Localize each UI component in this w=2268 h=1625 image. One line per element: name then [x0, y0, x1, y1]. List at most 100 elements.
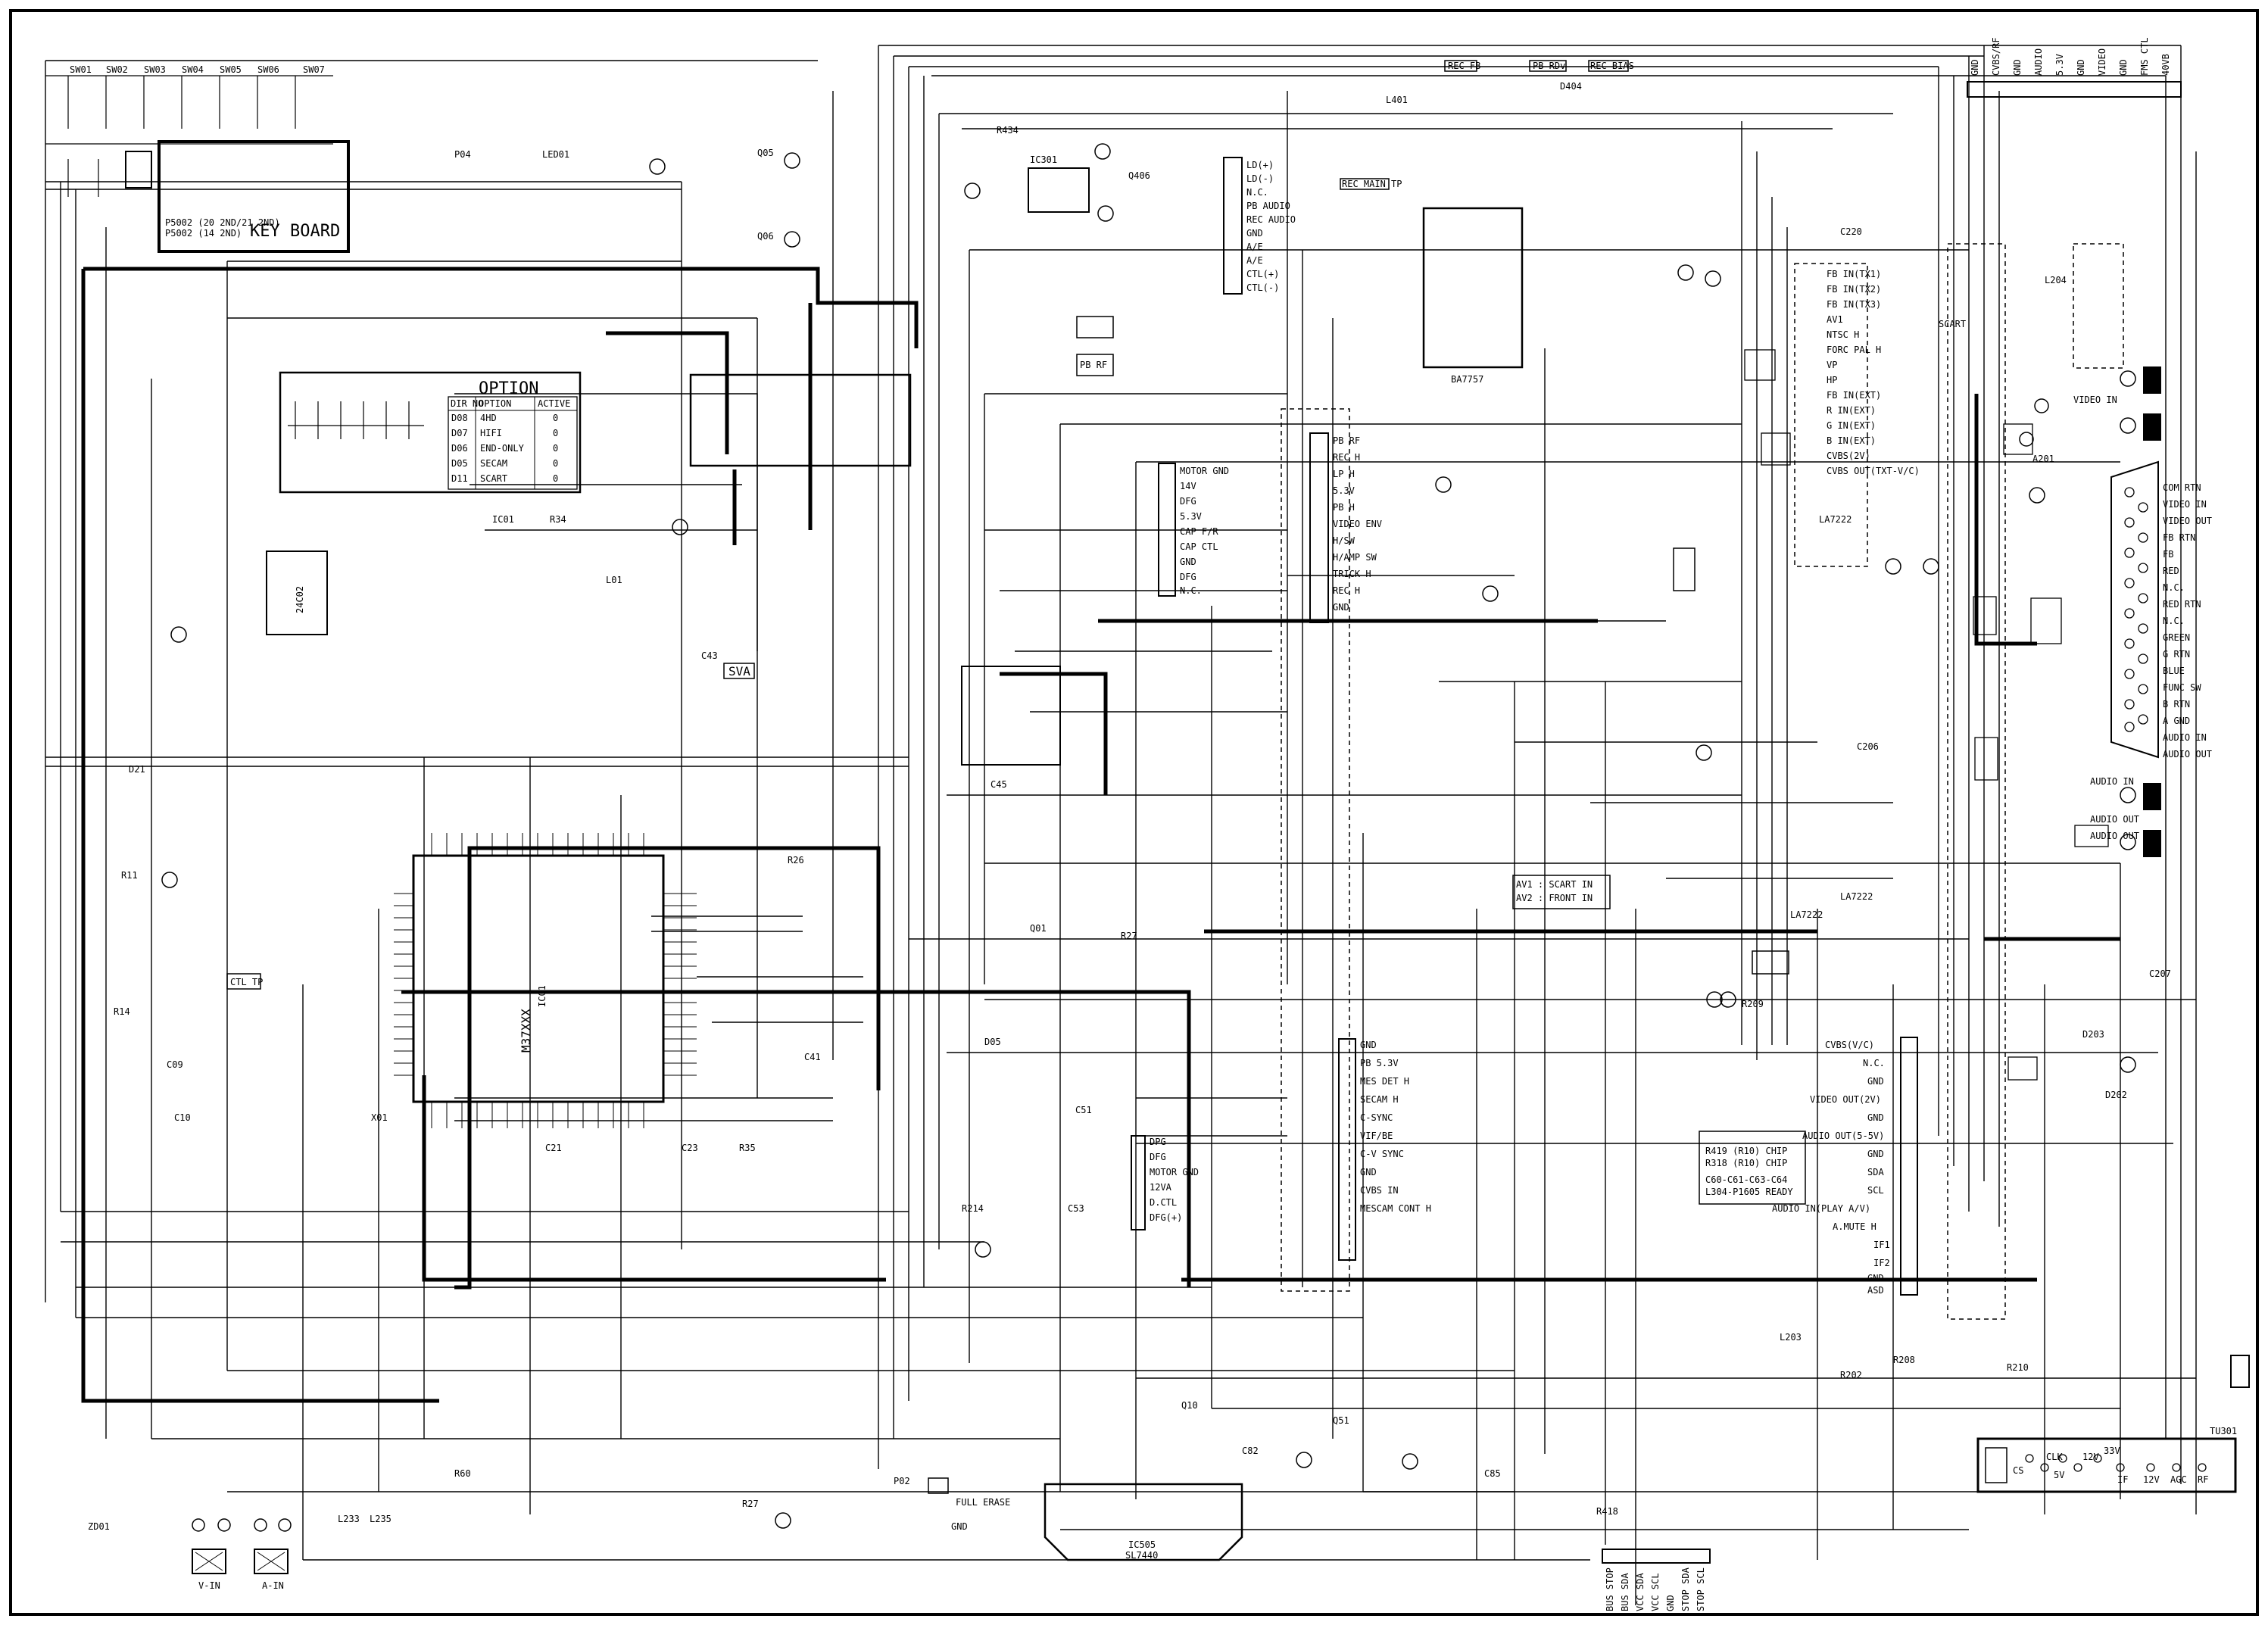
option-row-cell: D06: [451, 443, 468, 454]
svg-text:R11: R11: [121, 870, 138, 881]
scart-connector: COM RTN VIDEO IN VIDEO OUT FB RTN FB RED…: [2110, 460, 2212, 759]
svg-text:C10: C10: [174, 1112, 191, 1123]
svg-text:R60: R60: [454, 1468, 471, 1479]
svg-text:R14: R14: [114, 1006, 130, 1017]
p603-pin: CAP F/R: [1180, 526, 1218, 537]
svg-text:C09: C09: [167, 1059, 183, 1070]
tuner-pin: 12V: [2082, 1452, 2099, 1462]
p302-pin: TRICK H: [1333, 569, 1371, 579]
sheet-border: [9, 9, 2259, 1616]
keyboard-title: KEY BOARD: [250, 222, 340, 241]
la7222-pin: CVBS(2V): [1827, 451, 1870, 461]
svg-text:C82: C82: [1242, 1446, 1259, 1456]
scart-pin: AUDIO OUT: [2163, 749, 2212, 759]
svg-text:D05: D05: [984, 1037, 1001, 1047]
p1602-pin: IF2: [1873, 1258, 1890, 1268]
svg-text:GND: GND: [951, 1521, 968, 1532]
p602-pin: C-SYNC: [1360, 1112, 1393, 1123]
ic02-label: 24C02: [295, 586, 305, 613]
ba7757-body: [1422, 207, 1524, 369]
p603-pin: MOTOR GND: [1180, 466, 1229, 476]
tuner-pin: 12V: [2143, 1474, 2160, 1485]
note-line-1: R419 (R10) CHIP: [1705, 1146, 1787, 1156]
svg-text:D404: D404: [1560, 81, 1582, 92]
p01-pin: DFG(+): [1150, 1212, 1182, 1223]
p1602-pin: GND: [1867, 1112, 1884, 1123]
p603-pin: 14V: [1180, 481, 1196, 491]
svg-text:IC01: IC01: [492, 514, 514, 525]
svg-text:SCART: SCART: [1939, 319, 1966, 329]
p602-pin: C-V SYNC: [1360, 1149, 1404, 1159]
svg-text:R34: R34: [550, 514, 566, 525]
option-header-dir: DIR NO: [451, 398, 483, 409]
p01-pin: MOTOR GND: [1150, 1167, 1199, 1177]
scart-pin: BLUE: [2163, 666, 2185, 676]
p1603-pin: BUS STOP: [1605, 1567, 1615, 1611]
p01-pin: DPG: [1150, 1137, 1166, 1147]
p602-pin: MES DET H: [1360, 1076, 1409, 1087]
tuner-block: TU301 CS CLK 5V 12V 33V IF 12V AGC RF: [1976, 1355, 2250, 1493]
svg-text:L01: L01: [606, 575, 622, 585]
p301-pin: LD(+): [1246, 160, 1274, 170]
p1603-pin: STOP SCL: [1696, 1567, 1706, 1611]
svg-text:C51: C51: [1075, 1105, 1092, 1115]
p302-pin: 5.3V: [1333, 485, 1355, 496]
p302-pin: H/SW: [1333, 535, 1355, 546]
p602-pin: VIF/BE: [1360, 1131, 1393, 1141]
main-mcu-id: IC01: [537, 985, 548, 1007]
svg-text:SW01: SW01: [70, 64, 92, 75]
p1602-pin: VIDEO OUT(2V): [1810, 1094, 1881, 1105]
p1603-connector: BUS STOP BUS SDA VCC SDA VCC SCL GND STO…: [1602, 1549, 1711, 1611]
svg-text:Q05: Q05: [757, 148, 774, 158]
svg-text:Q10: Q10: [1181, 1400, 1198, 1411]
p302-pin: LP H: [1333, 469, 1355, 479]
svg-text:Q06: Q06: [757, 231, 774, 242]
ic04-body: [689, 373, 912, 467]
video-in-label: VIDEO IN: [2073, 395, 2117, 405]
scart-pin: VIDEO OUT: [2163, 516, 2212, 526]
svg-text:Q51: Q51: [1333, 1415, 1349, 1426]
av-note-2: AV2 : FRONT IN: [1516, 893, 1593, 903]
p1603-pin: VCC SCL: [1650, 1573, 1661, 1611]
option-row-cell: 0: [553, 413, 558, 423]
pb-r-label: PB RDv: [1533, 61, 1565, 71]
p1602-pin: IF1: [1873, 1240, 1890, 1250]
jack-v-in: V-IN: [198, 1580, 220, 1591]
p1602-pin: GND: [1867, 1076, 1884, 1087]
p1602-pin: SDA: [1867, 1167, 1884, 1177]
svg-text:C41: C41: [804, 1052, 821, 1062]
scart-pin: GREEN: [2163, 632, 2190, 643]
svg-text:X01: X01: [371, 1112, 388, 1123]
thick-bus: [81, 267, 2120, 1403]
svg-text:R210: R210: [2007, 1362, 2029, 1373]
p301-pin: CTL(+): [1246, 269, 1279, 279]
note-line-4: L304-P1605 READY: [1705, 1187, 1793, 1197]
p01-pin: 12VA: [1150, 1182, 1172, 1193]
svg-text:C45: C45: [990, 779, 1007, 790]
tuner-pin: RF: [2198, 1474, 2208, 1485]
p1601-pin: 40VB: [2160, 54, 2171, 76]
svg-text:SW02: SW02: [106, 64, 128, 75]
p1601-pin: AUDIO: [2033, 48, 2044, 76]
p1603-pin: GND: [1665, 1595, 1676, 1611]
ba7757-label: BA7757: [1451, 374, 1483, 385]
scart-pin: AUDIO IN: [2163, 732, 2207, 743]
p1601-pin: GND: [2118, 59, 2129, 76]
tuner-pin: CLK: [2046, 1452, 2063, 1462]
audio-out-label-2: AUDIO OUT: [2090, 831, 2139, 841]
p01-pin: D.CTL: [1150, 1197, 1177, 1208]
p301-pin: PB AUDIO: [1246, 201, 1290, 211]
p1603-pin: BUS SDA: [1620, 1573, 1630, 1611]
p1601-pin: VIDEO: [2097, 48, 2107, 76]
p301-connector: LD(+) LD(-) N.C. PB AUDIO REC AUDIO GND …: [1223, 157, 1296, 295]
la7222-pin: FB IN(TX1): [1827, 269, 1881, 279]
p603-pin: DFG: [1180, 572, 1196, 582]
scart-pin: B RTN: [2163, 699, 2190, 710]
scart-pin: VIDEO IN: [2163, 499, 2207, 510]
option-row-cell: SECAM: [480, 458, 507, 469]
p602-pin: GND: [1360, 1167, 1377, 1177]
p603-pin: DFG: [1180, 496, 1196, 507]
la7222-pin: NTSC H: [1827, 329, 1859, 340]
svg-text:R208: R208: [1893, 1355, 1915, 1365]
